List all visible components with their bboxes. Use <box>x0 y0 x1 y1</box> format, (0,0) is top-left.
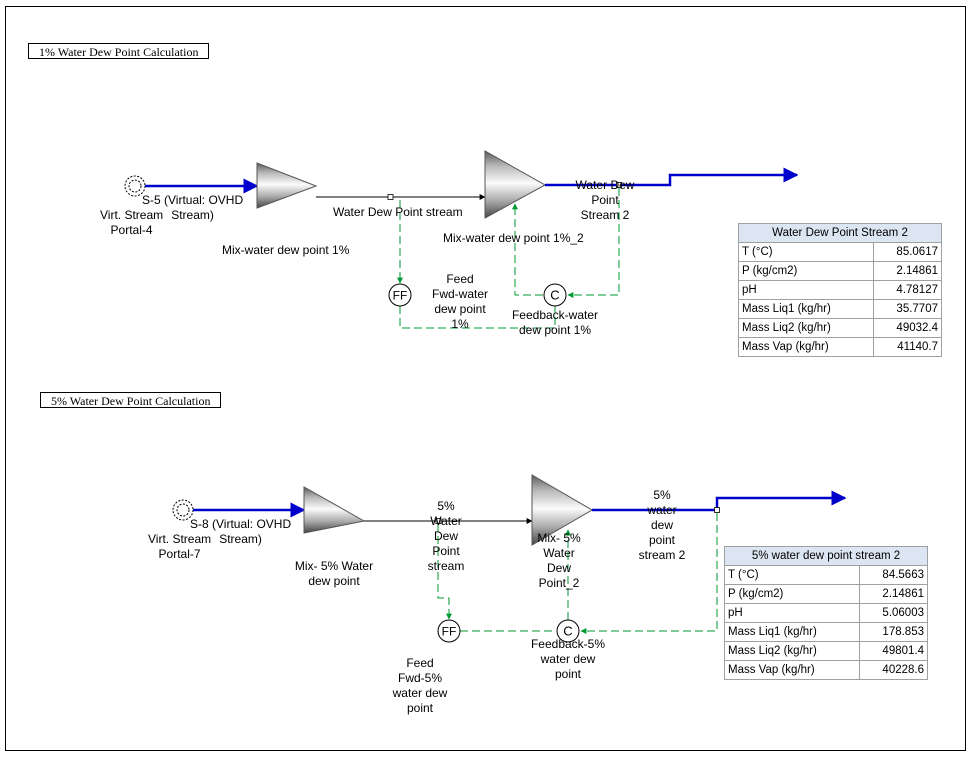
table-row: Mass Vap (kg/hr)40228.6 <box>724 660 929 680</box>
property-name: pH <box>724 603 860 623</box>
table-row: Mass Liq2 (kg/hr)49801.4 <box>724 641 929 661</box>
stream-5-water-dew-point-2[interactable] <box>592 490 847 512</box>
table-row: T (°C)85.0617 <box>738 242 943 262</box>
section-title-2: 5% Water Dew Point Calculation <box>40 392 222 408</box>
mixer-1-icon[interactable] <box>256 162 318 209</box>
stream-node-3 <box>435 518 442 524</box>
property-value: 40228.6 <box>858 660 929 680</box>
property-name: T (°C) <box>724 565 860 585</box>
mixer-1-2-label: Mix-water dew point 1%_2 <box>443 231 584 245</box>
mixer-5-icon[interactable] <box>303 486 366 534</box>
portal-4-stream-label: S-5 (Virtual: OVHD Stream) <box>142 193 244 222</box>
feed-forward-5-label: Feed Fwd-5% water dew point <box>392 656 448 715</box>
property-name: Mass Liq1 (kg/hr) <box>724 622 860 642</box>
table-row: T (°C)84.5663 <box>724 565 929 585</box>
feedback-5-label: Feedback-5% water dew point <box>530 637 606 681</box>
property-name: Mass Liq2 (kg/hr) <box>738 318 874 338</box>
stream-node-4 <box>714 507 720 513</box>
property-name: Mass Vap (kg/hr) <box>738 337 874 357</box>
stream-water-dew-point-2[interactable] <box>545 167 799 187</box>
feedback-controller-1-icon[interactable]: C <box>543 283 567 307</box>
c-symbol: C <box>563 624 572 639</box>
mixer-1-2-icon[interactable] <box>484 150 547 219</box>
portal-7-stream-label: S-8 (Virtual: OVHD Stream) <box>190 517 292 546</box>
water-dew-point-stream-2-label: Water Dew Point Stream 2 <box>575 178 635 222</box>
property-value: 41140.7 <box>872 337 943 357</box>
property-value: 178.853 <box>858 622 929 642</box>
feed-forward-signal-in-5 <box>437 524 452 620</box>
property-name: T (°C) <box>738 242 874 262</box>
feedback-measure-5 <box>580 513 718 634</box>
portal-7-label: Virt. Stream Portal-7 <box>148 532 212 561</box>
property-name: pH <box>738 280 874 300</box>
feedback-output-1 <box>512 203 543 296</box>
ff-symbol: FF <box>393 289 408 303</box>
table-row: P (kg/cm2)2.14861 <box>738 261 943 281</box>
feedback-1-label: Feedback-water dew point 1% <box>511 308 599 337</box>
table-row: Mass Vap (kg/hr)41140.7 <box>738 337 943 357</box>
diagram-frame <box>5 6 966 751</box>
table-row: P (kg/cm2)2.14861 <box>724 584 929 604</box>
5-water-dew-point-stream-2-label: 5% water dew point stream 2 <box>638 488 686 562</box>
feed-forward-1-label: Feed Fwd-water dew point 1% <box>431 272 488 331</box>
property-value: 85.0617 <box>872 242 943 262</box>
property-value: 49032.4 <box>872 318 943 338</box>
table-title: Water Dew Point Stream 2 <box>738 223 942 243</box>
stream-node-1 <box>387 194 394 200</box>
section-title-1: 1% Water Dew Point Calculation <box>28 43 210 59</box>
ff-symbol: FF <box>442 625 457 639</box>
mixer-1-label: Mix-water dew point 1% <box>222 243 350 257</box>
feedback-controller-5-icon[interactable]: C <box>556 619 580 643</box>
feed-forward-signal-out-1 <box>399 306 556 329</box>
property-value: 2.14861 <box>858 584 929 604</box>
stream-table-2: 5% water dew point stream 2 T (°C)84.566… <box>724 546 929 680</box>
property-value: 35.7707 <box>872 299 943 319</box>
mixer-5-label: Mix- 5% Water dew point <box>294 559 374 588</box>
property-name: Mass Liq2 (kg/hr) <box>724 641 860 661</box>
mixer-5-2-icon[interactable] <box>531 474 593 546</box>
property-value: 2.14861 <box>872 261 943 281</box>
property-name: Mass Vap (kg/hr) <box>724 660 860 680</box>
property-name: P (kg/cm2) <box>724 584 860 604</box>
property-value: 4.78127 <box>872 280 943 300</box>
feed-forward-controller-5-icon[interactable]: FF <box>437 619 461 643</box>
c-symbol: C <box>550 288 559 303</box>
stream-node-2 <box>616 182 622 188</box>
mixer-5-2-label: Mix- 5% Water Dew Point_2 <box>537 531 581 590</box>
property-value: 84.5663 <box>858 565 929 585</box>
property-name: P (kg/cm2) <box>738 261 874 281</box>
table-row: Mass Liq1 (kg/hr)35.7707 <box>738 299 943 319</box>
5-water-dew-point-stream-label: 5% Water Dew Point stream <box>427 499 465 573</box>
table-row: Mass Liq2 (kg/hr)49032.4 <box>738 318 943 338</box>
portal-4-label: Virt. Stream Portal-4 <box>100 208 164 237</box>
property-value: 5.06003 <box>858 603 929 623</box>
water-dew-point-stream-label: Water Dew Point stream <box>333 205 463 219</box>
feed-forward-controller-1-icon[interactable]: FF <box>388 283 412 307</box>
property-name: Mass Liq1 (kg/hr) <box>738 299 874 319</box>
property-value: 49801.4 <box>858 641 929 661</box>
table-row: Mass Liq1 (kg/hr)178.853 <box>724 622 929 642</box>
table-title: 5% water dew point stream 2 <box>724 546 928 566</box>
